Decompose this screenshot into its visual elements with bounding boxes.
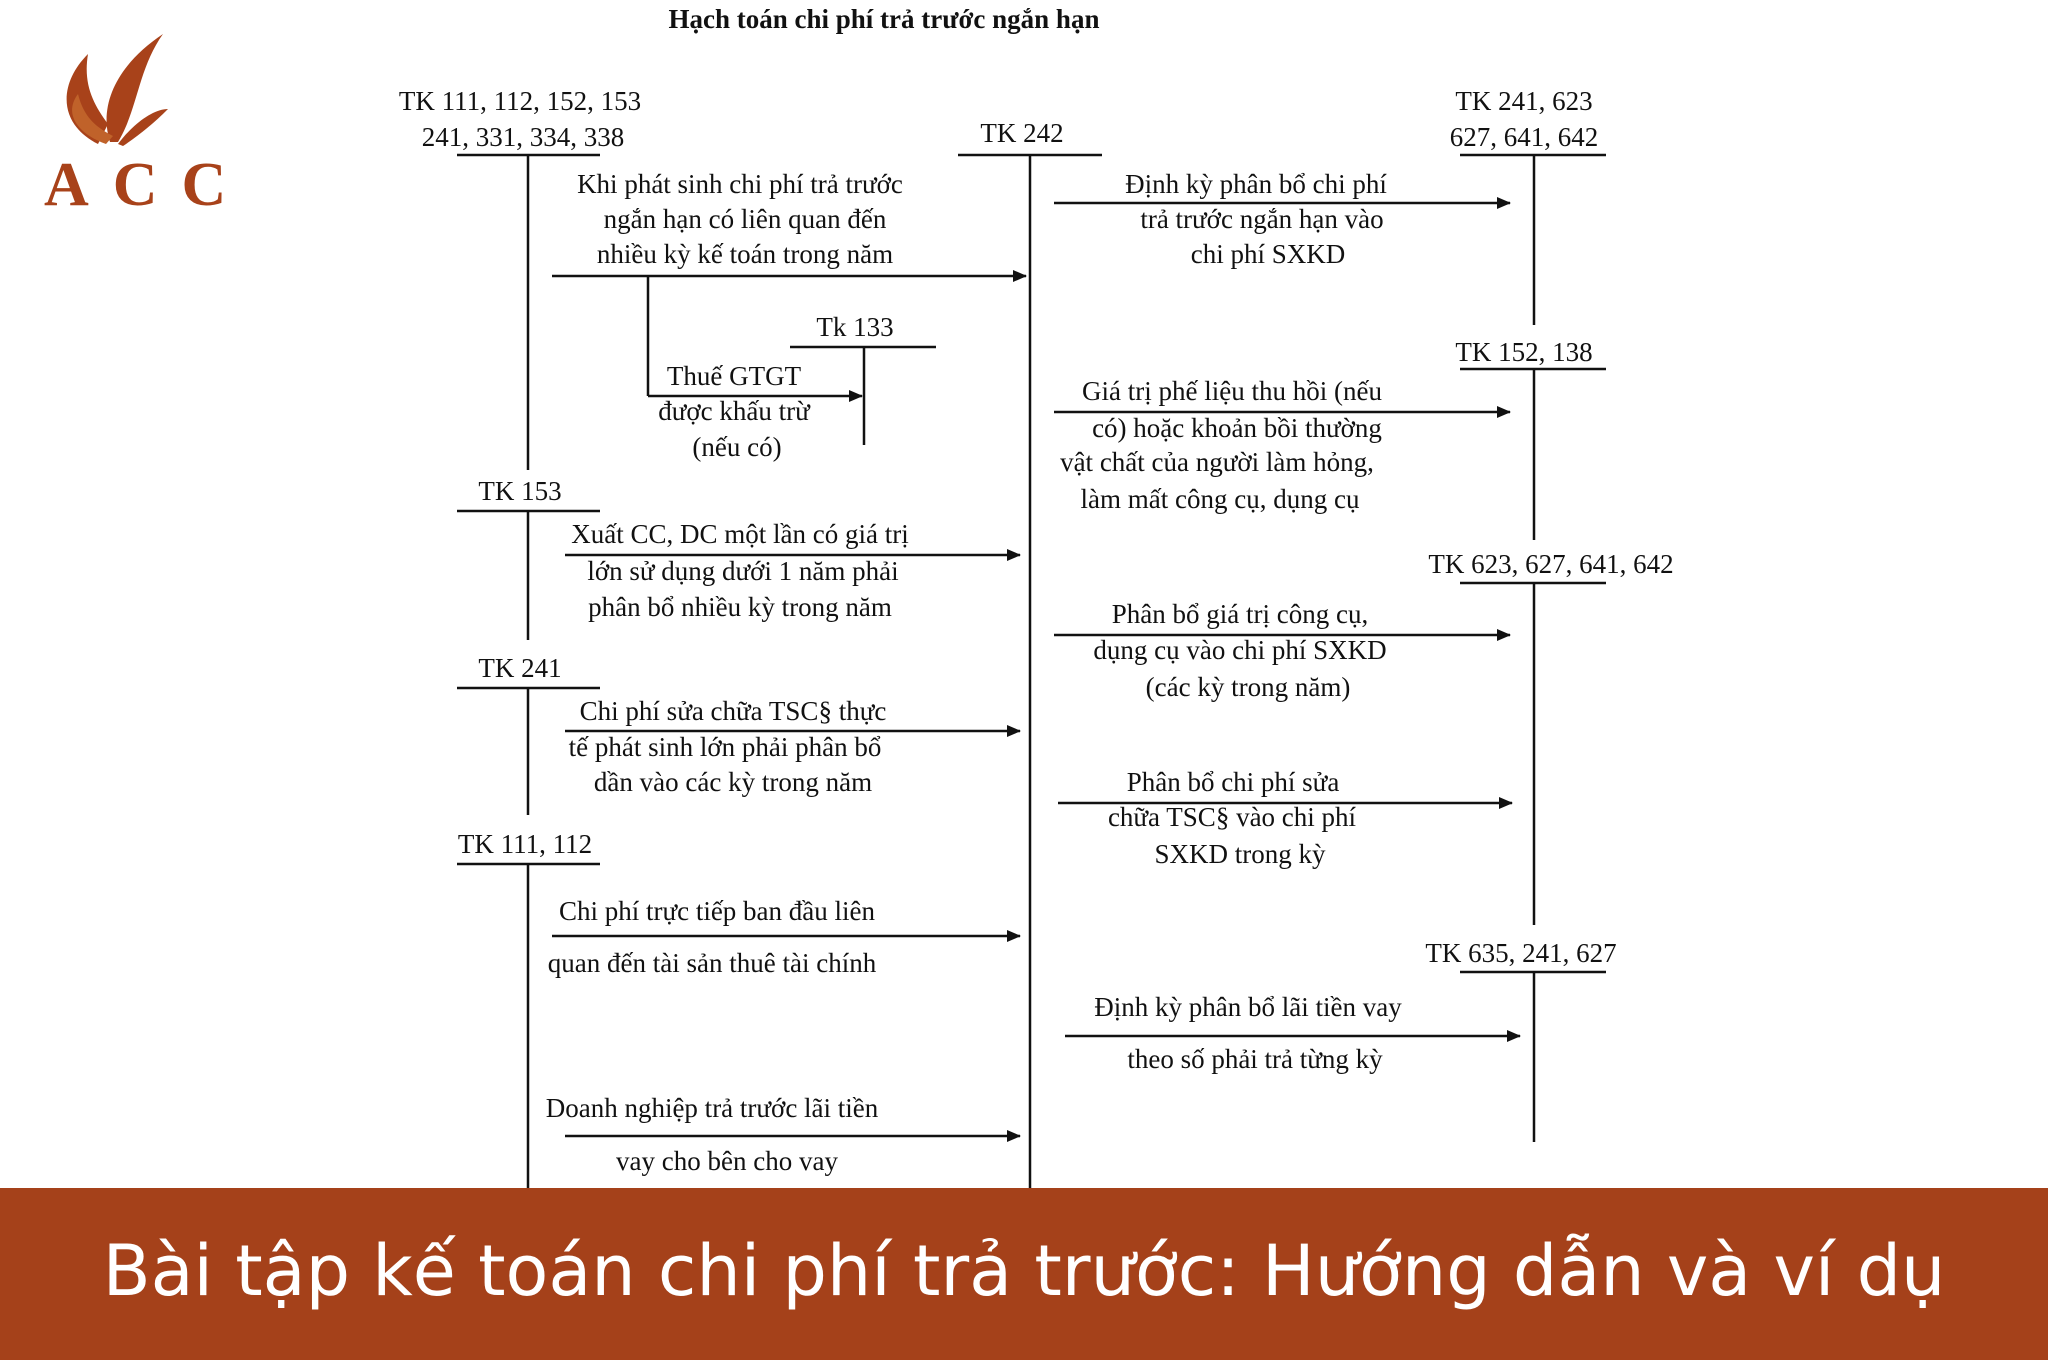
l3-line-3: dần vào các kỳ trong năm — [594, 767, 872, 797]
vat-line-3: (nếu có) — [692, 432, 781, 462]
vat-line-1: Thuế GTGT — [667, 361, 802, 391]
tk-right1-label-2: 627, 641, 642 — [1450, 122, 1599, 152]
r5-line-1: Định kỳ phân bổ lãi tiền vay — [1094, 992, 1402, 1022]
tk153-label: TK 153 — [478, 476, 561, 506]
r3-line-1: Phân bổ giá trị công cụ, — [1112, 599, 1368, 629]
l4-line-2: quan đến tài sản thuê tài chính — [548, 948, 877, 978]
acc-flame-logo — [66, 34, 168, 146]
tk-right1-label-1: TK 241, 623 — [1455, 86, 1592, 116]
r1-line-1: Định kỳ phân bổ chi phí — [1125, 169, 1387, 199]
tk-right4-label: TK 635, 241, 627 — [1425, 938, 1616, 968]
l2-line-2: lớn sử dụng dưới 1 năm phải — [587, 556, 898, 586]
bottom-strip — [0, 1360, 2048, 1367]
r2-line-1: Giá trị phế liệu thu hồi (nếu — [1082, 376, 1382, 406]
tk-right2-label: TK 152, 138 — [1455, 337, 1592, 367]
banner-title: Bài tập kế toán chi phí trả trước: Hướng… — [102, 1230, 1946, 1312]
tk241-label: TK 241 — [478, 653, 561, 683]
tk-left-top-label-2: 241, 331, 334, 338 — [422, 122, 625, 152]
l3-line-2: tế phát sinh lớn phải phân bổ — [569, 732, 882, 762]
r1-line-3: chi phí SXKD — [1191, 239, 1346, 269]
l1-line-2: ngắn hạn có liên quan đến — [604, 204, 887, 234]
r4-line-3: SXKD trong kỳ — [1154, 839, 1326, 869]
tk242-label: TK 242 — [980, 118, 1063, 148]
tk111-label: TK 111, 112 — [458, 829, 592, 859]
r3-line-2: dụng cụ vào chi phí SXKD — [1093, 635, 1386, 665]
l1-line-3: nhiều kỳ kế toán trong năm — [597, 239, 893, 269]
l2-line-3: phân bổ nhiều kỳ trong năm — [588, 592, 892, 622]
logo-text: ACC — [44, 151, 251, 219]
tk133-label: Tk 133 — [816, 312, 893, 342]
vat-line-2: được khấu trừ — [658, 396, 811, 426]
r2-line-4: làm mất công cụ, dụng cụ — [1081, 484, 1360, 514]
r2-line-3: vật chất của người làm hỏng, — [1060, 447, 1374, 477]
title-banner: Bài tập kế toán chi phí trả trước: Hướng… — [0, 1188, 2048, 1360]
diagram-title: Hạch toán chi phí trả trước ngắn hạn — [668, 4, 1100, 34]
l5-line-2: vay cho bên cho vay — [616, 1146, 838, 1176]
l5-line-1: Doanh nghiệp trả trước lãi tiền — [546, 1093, 879, 1123]
r5-line-2: theo số phải trả từng kỳ — [1127, 1044, 1383, 1074]
r1-line-2: trả trước ngắn hạn vào — [1140, 204, 1383, 234]
r4-line-1: Phân bổ chi phí sửa — [1127, 767, 1340, 797]
l3-line-1: Chi phí sửa chữa TSC§ thực — [580, 696, 887, 726]
l1-line-1: Khi phát sinh chi phí trả trước — [577, 169, 903, 199]
accounting-t-diagram: TK 111, 112, 152, 153 241, 331, 334, 338… — [399, 86, 1674, 1190]
l4-line-1: Chi phí trực tiếp ban đầu liên — [559, 896, 876, 926]
l2-line-1: Xuất CC, DC một lần có giá trị — [571, 519, 908, 549]
r2-line-2: có) hoặc khoản bồi thường — [1092, 413, 1382, 443]
r4-line-2: chữa TSC§ vào chi phí — [1108, 802, 1357, 832]
tk-left-top-label-1: TK 111, 112, 152, 153 — [399, 86, 641, 116]
tk-right3-label: TK 623, 627, 641, 642 — [1428, 549, 1673, 579]
r3-line-3: (các kỳ trong năm) — [1146, 672, 1351, 702]
